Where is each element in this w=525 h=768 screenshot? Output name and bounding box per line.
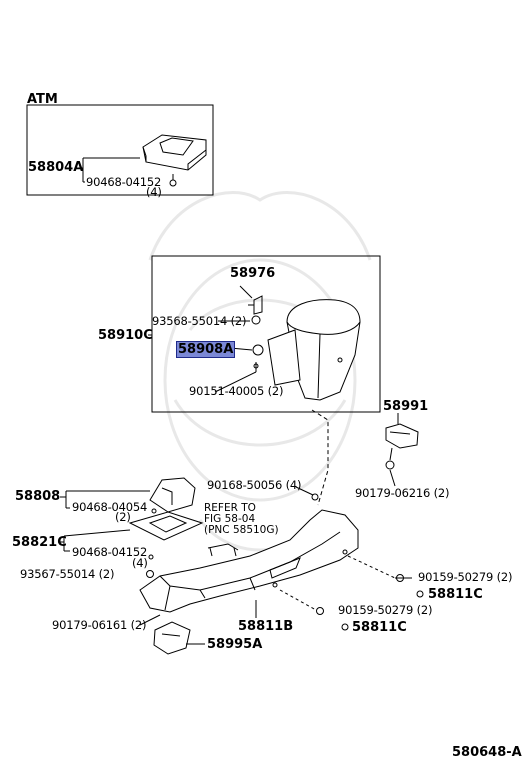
label-58976: 58976 — [230, 266, 276, 281]
dashed-leader — [311, 409, 329, 506]
atm-screw — [169, 179, 177, 187]
refer-line-1: REFER TO — [204, 502, 256, 514]
screw-90179-06216 — [385, 460, 395, 470]
label-58910C: 58910C — [98, 328, 153, 343]
label-58821C: 58821C — [12, 535, 67, 550]
clip-93567 — [146, 570, 154, 578]
atm-shift-plate — [142, 134, 207, 171]
plate-58821C — [128, 511, 204, 541]
armrest-frame — [151, 255, 381, 413]
label-58808: 58808 — [15, 489, 61, 504]
screw-90159-b — [316, 607, 324, 615]
label-90159-50279-b: 90159-50279 (2) — [338, 603, 433, 617]
console-58811B — [139, 509, 359, 613]
armrest-assembly — [248, 295, 361, 401]
qty-atm: (4) — [146, 185, 162, 199]
label-90151-40005: 90151-40005 (2) — [189, 384, 284, 398]
label-90468-04152-atm: 90468-04152 — [86, 175, 162, 189]
label-58811B: 58811B — [238, 619, 294, 634]
label-90468-04054: 90468-04054 — [72, 500, 148, 514]
atm-title: ATM — [27, 92, 58, 107]
label-90468-04152: 90468-04152 — [72, 545, 148, 559]
label-58995A: 58995A — [207, 637, 263, 652]
label-58811C-a: 58811C — [428, 587, 483, 602]
label-93567-55014: 93567-55014 (2) — [20, 567, 115, 581]
label-90179-06216: 90179-06216 (2) — [355, 486, 450, 500]
part-58991 — [385, 423, 419, 449]
qty-90468-04054: (2) — [115, 510, 131, 524]
part-58995A — [153, 621, 191, 655]
label-90168-50056: 90168-50056 (4) — [207, 478, 302, 492]
label-90179-06161: 90179-06161 (2) — [52, 618, 147, 632]
clip-58811C-b — [341, 623, 349, 631]
refer-line-2: FIG 58-04 — [204, 513, 256, 525]
refer-line-3: (PNC 58510G) — [204, 524, 279, 536]
shift-boot-58808 — [149, 477, 196, 513]
label-58908A-highlighted[interactable]: 58908A — [175, 341, 236, 358]
bracket-58510G — [207, 543, 239, 557]
label-58804A: 58804A — [28, 160, 84, 175]
clip-58811C-a — [416, 590, 424, 598]
label-90159-50279-a: 90159-50279 (2) — [418, 570, 513, 584]
clip-58976 — [251, 315, 261, 325]
label-93568-55014: 93568-55014 (2) — [152, 314, 247, 328]
atm-frame — [26, 104, 214, 196]
atm-leader — [78, 157, 140, 183]
hook-58908A — [252, 344, 264, 356]
label-58991: 58991 — [383, 399, 429, 414]
screw-90159-a — [396, 574, 404, 582]
label-58811C-b: 58811C — [352, 620, 407, 635]
qty-90468-04152: (4) — [132, 556, 148, 570]
diagram-id: 580648-A — [452, 745, 522, 760]
